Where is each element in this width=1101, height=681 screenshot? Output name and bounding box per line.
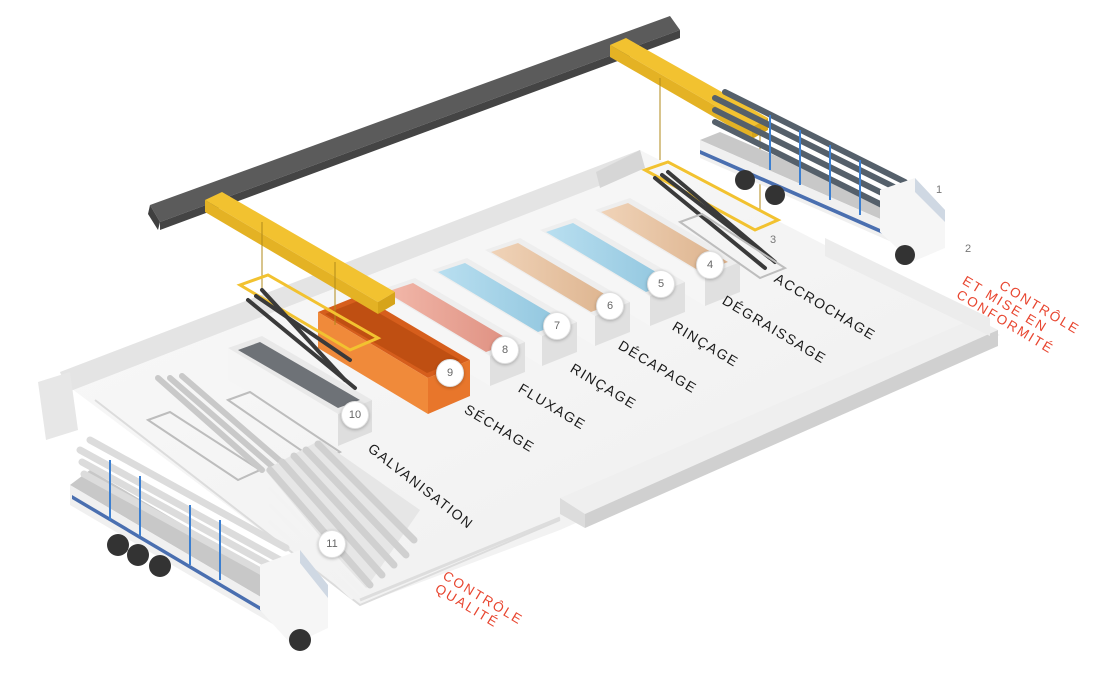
station-number-3: 3 — [770, 234, 777, 246]
crane-right — [610, 38, 782, 270]
station-number-5: 5 — [647, 270, 675, 298]
station-number-2: 2 — [965, 243, 972, 255]
truck-right — [700, 89, 945, 265]
station-number-11: 11 — [318, 530, 346, 558]
overhead-rail — [148, 16, 680, 230]
station-number-10: 10 — [341, 401, 369, 429]
truck-left — [70, 436, 328, 651]
station-number-4: 4 — [696, 251, 724, 279]
station-number-6: 6 — [596, 292, 624, 320]
station-number-1: 1 — [936, 184, 943, 196]
pipes-stack-11 — [265, 440, 420, 600]
walkway-line — [359, 516, 561, 602]
station-number-9: 9 — [436, 359, 464, 387]
crane-left — [205, 192, 395, 390]
station-number-7: 7 — [543, 312, 571, 340]
station-number-8: 8 — [491, 336, 519, 364]
pipes-floor — [155, 373, 289, 473]
